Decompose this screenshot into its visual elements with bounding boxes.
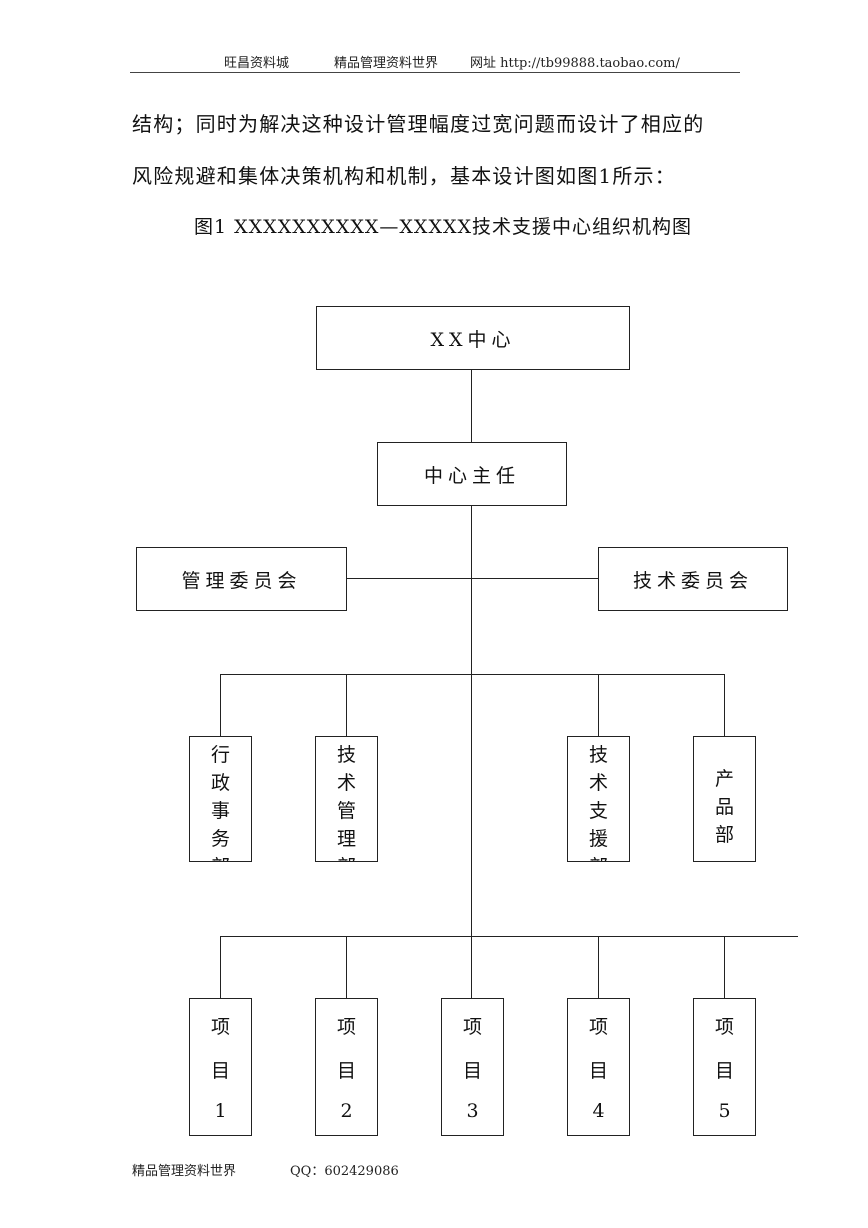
connector-center-to-director bbox=[471, 369, 472, 442]
project-2-number: 2 bbox=[340, 1100, 353, 1123]
connector-dept-3 bbox=[598, 674, 599, 736]
connector-committees bbox=[346, 578, 598, 579]
project-1-char-1: 项 bbox=[210, 1015, 230, 1038]
org-box-project-4: 项 目 4 bbox=[567, 998, 630, 1136]
org-box-technical-committee-label: 技术委员会 bbox=[632, 569, 753, 592]
footer-site-name: 精品管理资料世界 bbox=[132, 1164, 237, 1179]
project-2-char-1: 项 bbox=[336, 1015, 356, 1038]
org-box-dept-product: 产品部 bbox=[693, 736, 756, 862]
project-4-number: 4 bbox=[592, 1100, 605, 1123]
connector-project-2 bbox=[346, 936, 347, 998]
org-box-dept-tech-management: 技术管理部 bbox=[315, 736, 378, 862]
connector-dept-2 bbox=[346, 674, 347, 736]
org-box-dept-tech-support: 技术支援部 bbox=[567, 736, 630, 862]
org-box-dept-admin-label: 行政事务部 bbox=[210, 744, 230, 861]
project-2-char-2: 目 bbox=[336, 1059, 356, 1082]
org-box-project-1: 项 目 1 bbox=[189, 998, 252, 1136]
org-box-director-label: 中心主任 bbox=[423, 464, 520, 487]
project-3-number: 3 bbox=[466, 1100, 479, 1123]
header-divider bbox=[130, 72, 740, 73]
org-box-director: 中心主任 bbox=[377, 442, 567, 506]
org-box-project-2: 项 目 2 bbox=[315, 998, 378, 1136]
project-4-char-1: 项 bbox=[588, 1015, 608, 1038]
org-box-technical-committee: 技术委员会 bbox=[598, 547, 788, 611]
project-1-char-2: 目 bbox=[210, 1059, 230, 1082]
project-5-number: 5 bbox=[718, 1100, 731, 1123]
connector-project-3 bbox=[471, 936, 472, 998]
project-3-char-1: 项 bbox=[462, 1015, 482, 1038]
org-box-management-committee: 管理委员会 bbox=[136, 547, 347, 611]
figure-caption: 图1 XXXXXXXXXX—XXXXX技术支援中心组织机构图 bbox=[194, 216, 693, 238]
org-box-dept-admin: 行政事务部 bbox=[189, 736, 252, 862]
org-box-management-committee-label: 管理委员会 bbox=[181, 569, 302, 592]
org-box-center: XX中心 bbox=[316, 306, 630, 370]
connector-project-5 bbox=[724, 936, 725, 998]
connector-dept-1 bbox=[220, 674, 221, 736]
project-5-char-1: 项 bbox=[714, 1015, 734, 1038]
header-url: 网址 http://tb99888.taobao.com/ bbox=[470, 56, 680, 71]
org-box-center-label: XX中心 bbox=[430, 328, 516, 351]
org-box-project-5: 项 目 5 bbox=[693, 998, 756, 1136]
project-4-char-2: 目 bbox=[588, 1059, 608, 1082]
org-box-dept-product-label: 产品部 bbox=[714, 768, 734, 846]
connector-project-1 bbox=[220, 936, 221, 998]
project-5-char-2: 目 bbox=[714, 1059, 734, 1082]
connector-project-bus bbox=[220, 936, 798, 937]
header-slogan: 精品管理资料世界 bbox=[334, 56, 439, 71]
connector-project-4 bbox=[598, 936, 599, 998]
connector-dept-4 bbox=[724, 674, 725, 736]
project-1-number: 1 bbox=[214, 1100, 227, 1123]
project-3-char-2: 目 bbox=[462, 1059, 482, 1082]
org-box-dept-tech-management-label: 技术管理部 bbox=[336, 744, 356, 861]
org-box-project-3: 项 目 3 bbox=[441, 998, 504, 1136]
connector-main-trunk bbox=[471, 506, 472, 937]
body-paragraph-line-2: 风险规避和集体决策机构和机制，基本设计图如图1所示： bbox=[132, 164, 676, 188]
body-paragraph-line-1: 结构；同时为解决这种设计管理幅度过宽问题而设计了相应的 bbox=[132, 112, 705, 136]
org-box-dept-tech-support-label: 技术支援部 bbox=[588, 744, 608, 861]
footer-qq: QQ：602429086 bbox=[290, 1164, 399, 1179]
header-site-name: 旺昌资料城 bbox=[224, 56, 290, 71]
connector-dept-bus bbox=[220, 674, 725, 675]
